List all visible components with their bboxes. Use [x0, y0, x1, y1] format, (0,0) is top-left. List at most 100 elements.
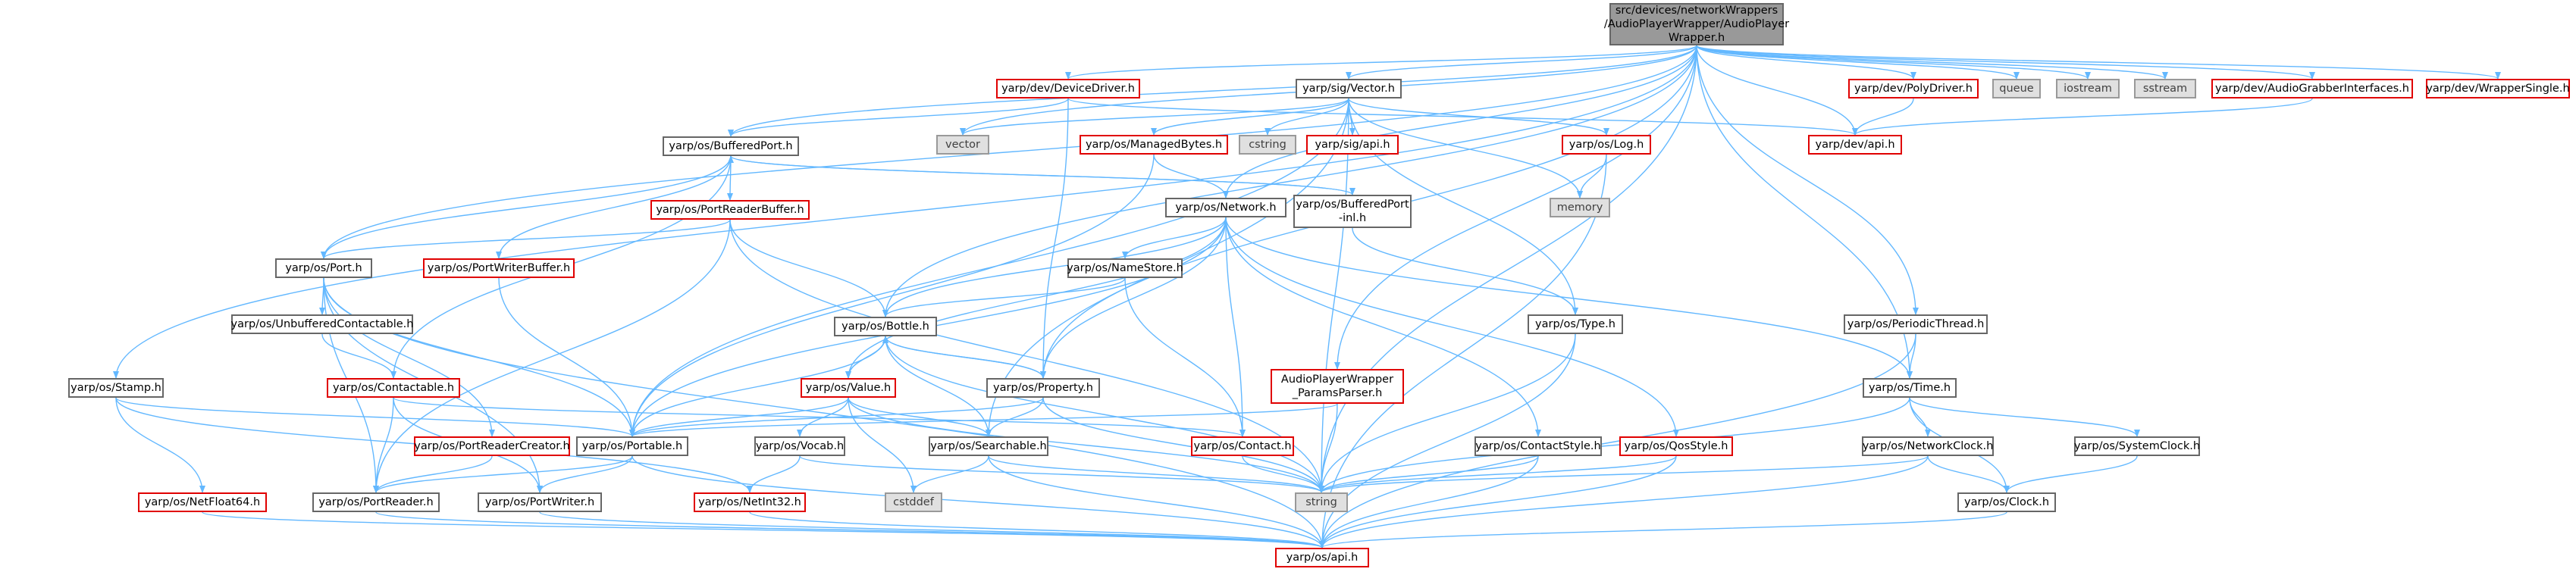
- node-searchable[interactable]: yarp/os/Searchable.h: [929, 436, 1048, 456]
- edge-root-to-sigvector: [1346, 45, 1697, 80]
- node-cstddef[interactable]: cstddef: [885, 492, 942, 512]
- node-bufferedportinl[interactable]: yarp/os/BufferedPort -inl.h: [1293, 195, 1412, 228]
- edge-unbufferedcontactable-to-contactable: [321, 333, 396, 379]
- node-sigapi[interactable]: yarp/sig/api.h: [1306, 135, 1399, 155]
- node-audioparams[interactable]: AudioPlayerWrapper _ParamsParser.h: [1271, 369, 1404, 404]
- edge-clock-to-osapi: [1319, 511, 2007, 549]
- edge-portwriter-to-osapi: [539, 511, 1325, 549]
- edge-root-to-devapi: [1696, 45, 1858, 136]
- edge-managedbytes-to-portable: [629, 154, 1155, 437]
- node-portreader[interactable]: yarp/os/PortReader.h: [312, 492, 440, 512]
- node-property[interactable]: yarp/os/Property.h: [986, 378, 1100, 398]
- node-devapi[interactable]: yarp/dev/api.h: [1808, 135, 1902, 155]
- edge-contactable-to-portreader: [373, 397, 394, 493]
- node-queue[interactable]: queue: [1992, 79, 2041, 98]
- edge-bufferedportinl-to-bufferedport: [728, 155, 1353, 195]
- node-clock[interactable]: yarp/os/Clock.h: [1957, 492, 2056, 512]
- node-portreaderbuffer[interactable]: yarp/os/PortReaderBuffer.h: [650, 200, 810, 220]
- node-devicedriver[interactable]: yarp/dev/DeviceDriver.h: [996, 79, 1140, 98]
- node-vector[interactable]: vector: [936, 135, 989, 155]
- node-netint32[interactable]: yarp/os/NetInt32.h: [694, 492, 806, 512]
- edge-network-to-value: [845, 217, 1227, 379]
- node-networkclock[interactable]: yarp/os/NetworkClock.h: [1862, 436, 1994, 456]
- edge-property-to-bottle: [882, 336, 1044, 379]
- edge-type-to-string: [1318, 333, 1576, 493]
- node-stamp[interactable]: yarp/os/Stamp.h: [68, 378, 164, 398]
- node-portwriterbuffer[interactable]: yarp/os/PortWriterBuffer.h: [423, 258, 575, 278]
- edge-property-to-string: [1042, 397, 1324, 493]
- node-iostream[interactable]: iostream: [2056, 79, 2120, 98]
- edge-network-to-contactstyle: [1225, 217, 1541, 437]
- node-port[interactable]: yarp/os/Port.h: [275, 258, 372, 278]
- node-netfloat64[interactable]: yarp/os/NetFloat64.h: [138, 492, 267, 512]
- node-contactstyle[interactable]: yarp/os/ContactStyle.h: [1474, 436, 1602, 456]
- node-time[interactable]: yarp/os/Time.h: [1863, 378, 1957, 398]
- edge-root-to-string: [1318, 45, 1697, 493]
- edge-sigvector-to-log: [1348, 98, 1609, 136]
- edge-bufferedportinl-to-type: [1352, 227, 1578, 315]
- edge-root-to-sstream: [1696, 45, 2168, 80]
- edge-portreaderbuffer-to-bottle: [729, 219, 888, 317]
- node-namestore[interactable]: yarp/os/NameStore.h: [1067, 258, 1183, 278]
- edge-root-to-audiograbber: [1696, 45, 2315, 80]
- edge-netfloat64-to-osapi: [202, 511, 1325, 549]
- node-managedbytes[interactable]: yarp/os/ManagedBytes.h: [1080, 135, 1228, 155]
- edge-sigvector-to-vector: [960, 98, 1349, 136]
- edge-port-to-osapi: [323, 277, 1325, 549]
- node-systemclock[interactable]: yarp/os/SystemClock.h: [2074, 436, 2200, 456]
- edge-portreaderbuffer-to-port: [321, 219, 731, 259]
- node-value[interactable]: yarp/os/Value.h: [801, 378, 896, 398]
- node-type[interactable]: yarp/os/Type.h: [1528, 314, 1623, 334]
- node-portable[interactable]: yarp/os/Portable.h: [576, 436, 688, 456]
- node-audiograbber[interactable]: yarp/dev/AudioGrabberInterfaces.h: [2211, 79, 2413, 98]
- node-wrappersingle[interactable]: yarp/dev/WrapperSingle.h: [2426, 79, 2570, 98]
- node-portreadercreator[interactable]: yarp/os/PortReaderCreator.h: [414, 436, 570, 456]
- edge-stamp-to-portable: [115, 397, 635, 437]
- node-memory[interactable]: memory: [1550, 198, 1610, 217]
- node-sigvector[interactable]: yarp/sig/Vector.h: [1296, 79, 1402, 98]
- node-osapi[interactable]: yarp/os/api.h: [1275, 548, 1369, 567]
- edge-searchable-to-string: [988, 455, 1324, 493]
- edge-portwriterbuffer-to-portable: [498, 277, 635, 437]
- edge-namestore-to-contact: [1124, 277, 1246, 437]
- node-contact[interactable]: yarp/os/Contact.h: [1191, 436, 1294, 456]
- edge-sigvector-to-cstring: [1264, 98, 1349, 136]
- node-portwriter[interactable]: yarp/os/PortWriter.h: [478, 492, 602, 512]
- edge-network-to-namestore: [1122, 217, 1227, 259]
- node-bottle[interactable]: yarp/os/Bottle.h: [834, 317, 937, 336]
- node-string[interactable]: string: [1295, 492, 1348, 512]
- edge-bottle-to-searchable: [885, 336, 992, 437]
- edge-network-to-property: [1040, 217, 1227, 379]
- edge-vocab-to-string: [799, 455, 1324, 493]
- node-network[interactable]: yarp/os/Network.h: [1165, 198, 1286, 217]
- edge-port-to-portreadercreator: [323, 277, 495, 437]
- node-log[interactable]: yarp/os/Log.h: [1562, 135, 1651, 155]
- edge-root-to-stamp: [113, 45, 1697, 379]
- edge-root-to-bottle: [882, 45, 1697, 317]
- node-bufferedport[interactable]: yarp/os/BufferedPort.h: [663, 136, 799, 156]
- node-periodicthread[interactable]: yarp/os/PeriodicThread.h: [1844, 314, 1988, 334]
- edge-portreader-to-osapi: [375, 511, 1325, 549]
- edge-value-to-searchable: [848, 397, 992, 437]
- edge-property-to-searchable: [986, 397, 1044, 437]
- edge-value-to-vocab: [797, 397, 849, 437]
- edge-managedbytes-to-network: [1153, 154, 1229, 198]
- node-vocab[interactable]: yarp/os/Vocab.h: [754, 436, 845, 456]
- edge-root-to-periodicthread: [1696, 45, 1919, 315]
- node-root-audioplayerwrapper[interactable]: src/devices/networkWrappers /AudioPlayer…: [1603, 3, 1790, 45]
- node-qosstyle[interactable]: yarp/os/QosStyle.h: [1619, 436, 1733, 456]
- edge-root-to-audioparams: [1334, 45, 1697, 370]
- node-cstring[interactable]: cstring: [1239, 135, 1296, 155]
- edge-log-to-osapi: [1319, 154, 1607, 549]
- node-sstream[interactable]: sstream: [2134, 79, 2196, 98]
- node-polydriver[interactable]: yarp/dev/PolyDriver.h: [1848, 79, 1979, 98]
- edge-devicedriver-to-bufferedport: [728, 98, 1069, 137]
- node-contactable[interactable]: yarp/os/Contactable.h: [327, 378, 460, 398]
- edge-qosstyle-to-string: [1318, 455, 1677, 493]
- edge-root-to-port: [321, 45, 1697, 259]
- edge-searchable-to-osapi: [988, 455, 1325, 549]
- node-unbufferedcontactable[interactable]: yarp/os/UnbufferedContactable.h: [231, 314, 413, 334]
- edge-bottle-to-string: [885, 336, 1324, 493]
- edge-networkclock-to-string: [1318, 455, 1929, 493]
- edge-contactstyle-to-string: [1318, 455, 1539, 493]
